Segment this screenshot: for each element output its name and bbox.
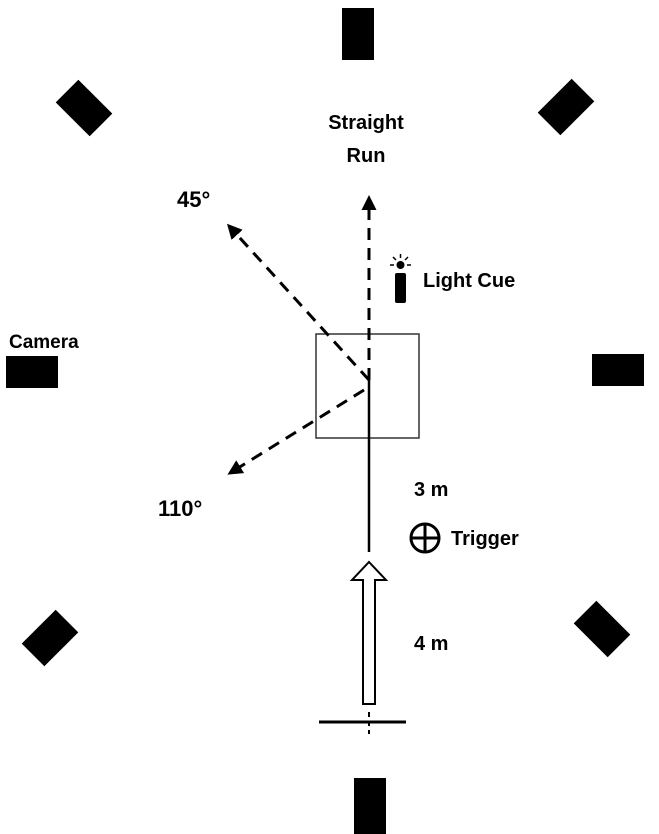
angle-110-label: 110° xyxy=(158,496,202,521)
distance-3m-label: 3 m xyxy=(414,479,448,501)
camera-left xyxy=(6,356,58,388)
cut-110-arrow xyxy=(227,388,365,475)
trigger-icon xyxy=(409,522,441,554)
camera-bottom-left xyxy=(21,609,79,667)
camera-bottom-right xyxy=(573,600,631,658)
camera-top-left xyxy=(55,79,113,137)
distance-4m-label: 4 m xyxy=(414,633,448,655)
cut-45-arrow xyxy=(226,223,371,382)
angle-45-label: 45° xyxy=(177,187,210,212)
camera-right xyxy=(592,354,644,386)
camera-label: Camera xyxy=(9,332,79,353)
light-cue-icon xyxy=(390,254,411,303)
straight-run-label-line1: Straight xyxy=(328,112,404,134)
straight-run-label-line2: Run xyxy=(347,145,386,167)
camera-top-right xyxy=(537,78,595,136)
light-cue-label: Light Cue xyxy=(423,270,515,292)
camera-top xyxy=(342,8,374,60)
start-hollow-arrow xyxy=(349,560,389,705)
trigger-label: Trigger xyxy=(451,528,519,550)
camera-bottom xyxy=(354,778,386,834)
